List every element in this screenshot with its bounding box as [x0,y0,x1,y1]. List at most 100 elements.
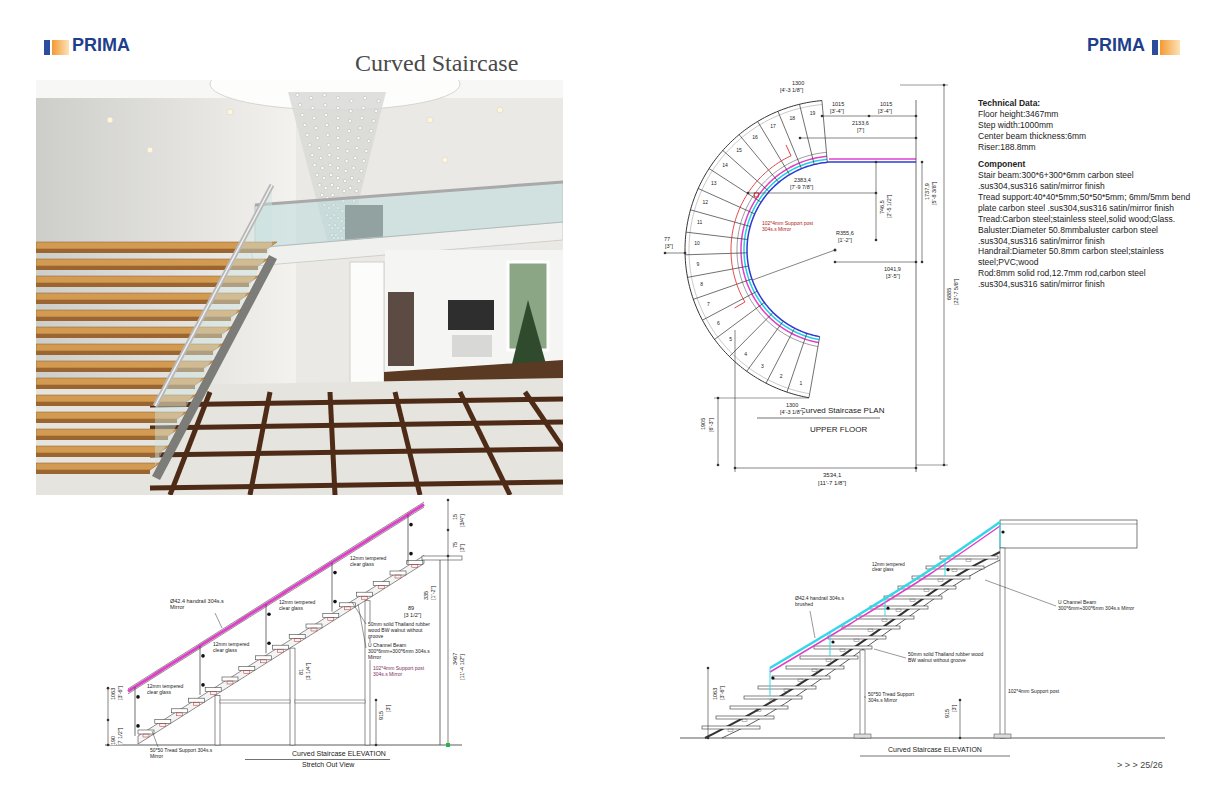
chandelier-crystal [362,159,365,162]
chandelier-crystal [336,96,339,99]
downlight [427,117,433,123]
floor-inlay [330,392,335,495]
step-number: 6 [717,321,720,327]
glass-edge [770,668,771,696]
chandelier-crystal [377,99,380,102]
dimension-line [922,162,923,262]
dimension-text: [4'-3 1/8"] [780,409,803,415]
chandelier-crystal [360,169,363,172]
chandelier-crystal [311,153,314,156]
support-post [860,650,865,738]
dimension-tick [959,699,962,702]
glass-clamp [333,571,337,575]
dimension-text: [3'-4"] [830,108,844,114]
glass-clamp [201,654,205,658]
extension-line [714,398,809,399]
glass-clamp [1001,530,1004,533]
callout-note: 102*4mm Support post 304s.s Mirror [762,221,817,233]
chandelier-crystal [296,93,299,96]
step-number: 15 [736,148,742,154]
tread-support [143,734,149,737]
chandelier-crystal [331,193,334,196]
tread-support [840,649,845,652]
chandelier-crystal [313,116,316,119]
chandelier-crystal [301,113,304,116]
dimension-line [718,398,719,465]
dimension-tick [943,84,946,87]
marble-floor [36,378,563,495]
callout-note: 12mm tempered clear glass [350,556,390,568]
dimension-tick [107,719,110,722]
dimension-text: [11'-4 1/2"] [459,654,465,680]
stair-outer-edge [685,101,822,398]
tread [800,656,858,659]
tread-support [244,670,250,673]
chandelier-crystal [324,103,327,106]
extension-line [735,330,736,472]
tread-support [160,723,166,726]
leader-line [864,697,866,698]
dimension-text: [4'-3 1/8"] [780,87,803,93]
chandelier-crystal [309,96,312,99]
dimension-text: 1041,9 [884,266,901,272]
tread [730,706,788,709]
tread [323,613,339,617]
chandelier-crystal [325,113,328,116]
spec-text: Tread support:40*40*5mm;50*50*5mm; 6mm/5… [978,192,1193,214]
chandelier-crystal [360,116,363,119]
chandelier-crystal [321,166,324,169]
u-channel-beam-edge [722,560,1000,738]
chandelier-crystal [314,126,317,129]
fireplace [452,335,492,357]
dimension-tick [734,467,737,470]
callout-note: 12mm tempered clear glass [872,562,910,572]
tread [716,716,774,719]
dimension-line [108,688,109,745]
glass-clamp [201,683,205,687]
view-subtitle: UPPER FLOOR [810,425,867,434]
tread-support [812,669,817,672]
dimension-line [960,700,961,738]
step-number: 19 [810,111,816,117]
floor-inlay [395,392,420,495]
dimension-text: 1300 [786,402,798,408]
tread-support [910,599,915,602]
chandelier-crystal [322,176,325,179]
dimension-text: [7'] [857,127,864,133]
tread-line [809,337,820,398]
chandelier-crystal [336,116,339,119]
extension-line [916,465,948,466]
tread-support [938,579,943,582]
landing-edge [1000,524,1137,525]
dimension-tick [875,239,878,242]
floor-inlay [150,449,563,455]
drawing-title: Curved Staircase ELEVATION [888,746,982,754]
tread-line [787,333,807,392]
step-number: 11 [697,220,702,226]
nosing-line [689,105,822,394]
column [350,262,384,390]
extension-line [916,100,917,472]
drawing-title: Curved Staircase ELEVATION [292,750,386,758]
drawing-title: Curved Staircase PLAN [800,406,884,415]
chandelier-crystal [355,189,358,192]
downlight [107,117,113,123]
u-channel-beam [705,552,1000,738]
tread [758,686,816,689]
dimension-text: 6885 [946,288,952,300]
glass-edge [830,632,831,656]
dimension-tick [447,499,450,502]
glass-edge [266,604,267,653]
tread-line [702,291,757,320]
chandelier-crystal [347,129,350,132]
glass-edge [408,515,409,564]
dimension-text: R355,6 [836,230,854,236]
dimension-line [735,468,916,469]
chandelier-crystal [325,123,328,126]
leader-line [358,604,366,648]
tread [373,582,389,586]
tread-support [854,639,859,642]
dimension-text: 1063 [712,688,718,700]
dimension-tick [447,529,450,532]
chandelier-crystal [336,156,339,159]
